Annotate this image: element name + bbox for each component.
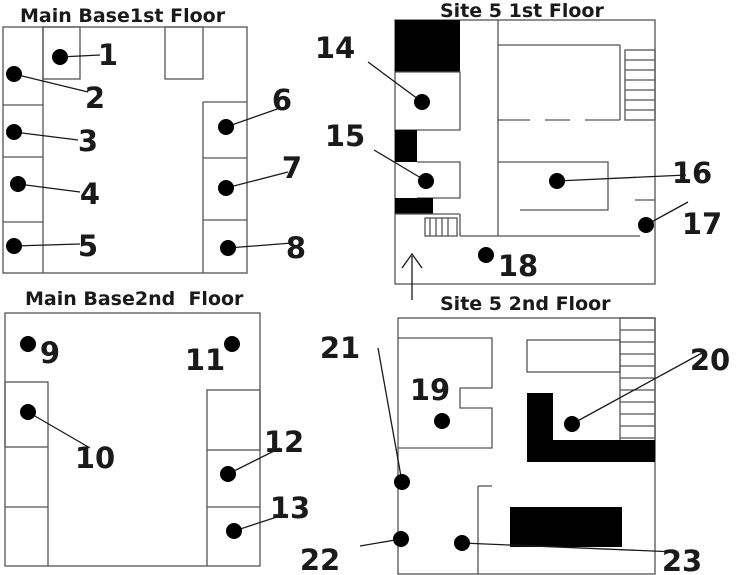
marker-dot-21	[394, 474, 410, 490]
marker-label-16: 16	[672, 156, 712, 190]
room-1	[42, 26, 81, 80]
marker-label-11: 11	[185, 343, 225, 377]
marker-label-2: 2	[85, 81, 105, 115]
leader-line-16	[556, 174, 687, 182]
marker-label-3: 3	[78, 124, 98, 158]
marker-dot-4	[10, 176, 26, 192]
room	[526, 339, 621, 373]
leader-line-7	[225, 171, 289, 189]
marker-dot-14	[414, 94, 430, 110]
marker-dot-16	[549, 173, 565, 189]
marker-dot-6	[218, 119, 234, 135]
leader-line-2	[13, 73, 89, 93]
marker-label-1: 1	[98, 38, 118, 72]
leader-line-13	[233, 513, 287, 532]
small-stair	[424, 217, 458, 237]
title-main-base-2nd-floor: Main Base2nd Floor	[25, 288, 244, 310]
solid-block	[395, 20, 460, 72]
marker-label-22: 22	[300, 543, 340, 575]
arrow-up-icon-head	[401, 252, 423, 269]
marker-label-21: 21	[320, 331, 360, 365]
marker-label-4: 4	[80, 177, 100, 211]
marker-label-15: 15	[325, 119, 365, 153]
marker-label-19: 19	[410, 373, 450, 407]
marker-dot-7	[218, 180, 234, 196]
marker-label-9: 9	[40, 336, 60, 370]
room	[206, 389, 261, 451]
marker-dot-5	[6, 238, 22, 254]
marker-dot-1	[52, 49, 68, 65]
leader-line-14	[367, 61, 423, 103]
solid-block	[395, 130, 417, 162]
title-main-base-1st-floor: Main Base1st Floor	[20, 5, 226, 27]
outer-wall	[2, 26, 248, 274]
marker-dot-12	[220, 466, 236, 482]
marker-label-23: 23	[662, 544, 702, 575]
solid-block	[510, 507, 622, 547]
marker-dot-2	[6, 66, 22, 82]
marker-label-14: 14	[315, 31, 355, 65]
marker-label-8: 8	[286, 231, 306, 265]
marker-dot-17	[638, 217, 654, 233]
marker-label-7: 7	[282, 151, 302, 185]
alcove	[164, 26, 204, 80]
leader-line-4	[17, 183, 81, 193]
marker-dot-8	[220, 240, 236, 256]
leader-line-15	[373, 149, 427, 182]
leader-line-23	[461, 542, 677, 553]
marker-dot-11	[224, 336, 240, 352]
stair-flight	[624, 49, 656, 121]
main-base-1st-floor-walls	[2, 26, 248, 274]
site5-2nd-floor-walls	[397, 317, 656, 575]
marker-dot-22	[393, 531, 409, 547]
room-19	[398, 337, 493, 449]
leader-line-12	[227, 447, 281, 475]
marker-label-6: 6	[272, 83, 292, 117]
marker-dot-10	[20, 404, 36, 420]
marker-dot-3	[6, 124, 22, 140]
title-site5-1st-floor: Site 5 1st Floor	[440, 0, 604, 22]
leader-line-5	[13, 243, 81, 247]
room-15	[417, 161, 461, 199]
marker-label-20: 20	[690, 343, 730, 377]
solid-block	[395, 198, 433, 214]
leader-line-6	[225, 107, 281, 128]
marker-dot-18	[478, 247, 494, 263]
marker-dot-20	[564, 416, 580, 432]
leader-line-10	[27, 411, 91, 449]
marker-label-17: 17	[682, 207, 722, 241]
leader-line-8	[227, 242, 293, 249]
marker-dot-23	[454, 535, 470, 551]
leader-lines	[13, 54, 703, 553]
marker-label-10: 10	[75, 441, 115, 475]
solid-block-l	[527, 393, 655, 462]
title-site5-2nd-floor: Site 5 2nd Floor	[440, 293, 611, 315]
marker-dot-9	[20, 336, 36, 352]
room-16	[498, 161, 609, 211]
marker-label-5: 5	[78, 229, 98, 263]
marker-label-13: 13	[270, 491, 310, 525]
leader-line-21	[377, 347, 403, 483]
main-base-2nd-floor-walls	[4, 312, 261, 567]
marker-dots	[6, 49, 654, 551]
marker-dot-15	[418, 173, 434, 189]
room-10	[4, 381, 49, 448]
site5-1st-floor-walls	[394, 19, 656, 300]
leader-line-3	[13, 131, 79, 141]
room-14	[395, 71, 461, 131]
marker-dot-13	[226, 523, 242, 539]
leader-line-20	[571, 352, 703, 425]
marker-label-12: 12	[264, 425, 304, 459]
marker-dot-19	[434, 413, 450, 429]
marker-label-18: 18	[498, 249, 538, 283]
